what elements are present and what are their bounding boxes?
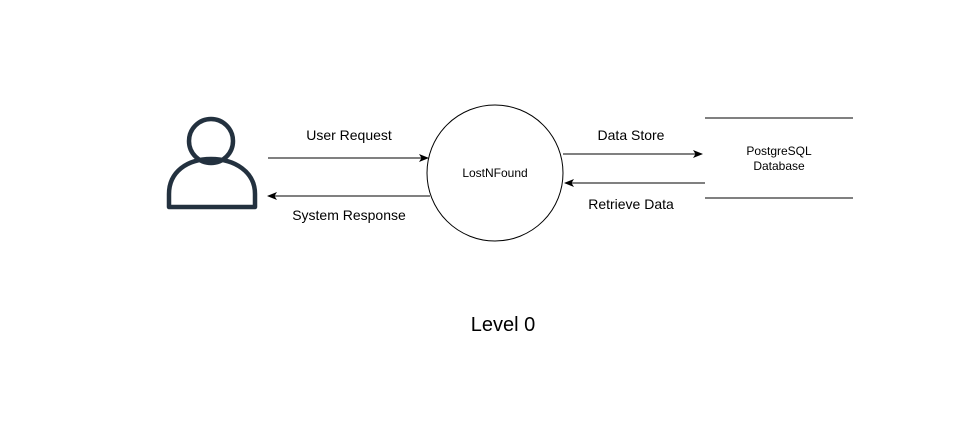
system-response-label: System Response	[292, 207, 406, 223]
data-store: PostgreSQL Database	[705, 117, 853, 199]
process-label: LostNFound	[462, 166, 527, 180]
data-store-label-line1: PostgreSQL	[746, 144, 812, 158]
diagram-title: Level 0	[471, 314, 536, 336]
retrieve-data-label: Retrieve Data	[588, 196, 674, 212]
user-request-label: User Request	[306, 127, 392, 143]
process-circle	[426, 104, 564, 242]
user-icon	[166, 116, 258, 210]
data-store-flow-label: Data Store	[598, 127, 665, 143]
data-store-label-line2: Database	[753, 159, 805, 173]
